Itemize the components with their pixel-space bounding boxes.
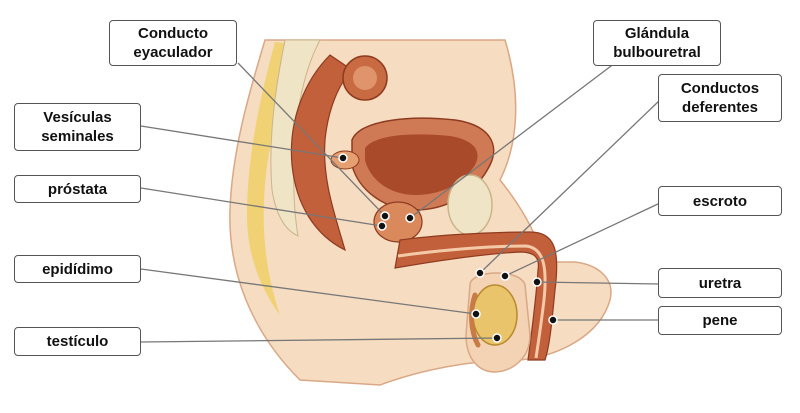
label-escroto: escroto	[658, 186, 782, 216]
label-vesiculas-seminales: Vesículas seminales	[14, 103, 141, 151]
label-prostata: próstata	[14, 175, 141, 203]
label-conductos-deferentes: Conductos deferentes	[658, 74, 782, 122]
dot-epididimo	[471, 309, 481, 319]
dot-conducto-eyaculador	[380, 211, 390, 221]
label-glandula-bulbouretral: Glándula bulbouretral	[593, 20, 721, 66]
leader-epididimo	[140, 268, 477, 315]
rectum	[290, 54, 353, 252]
dot-glandula-bulbouretral	[405, 213, 415, 223]
dot-uretra	[532, 277, 542, 287]
epididymis-shape	[469, 292, 481, 348]
leader-glandula-bulbouretral	[409, 62, 616, 219]
label-testiculo: testículo	[14, 327, 141, 356]
sacrum	[270, 39, 321, 237]
bladder-lining	[365, 134, 478, 195]
dot-pene	[548, 315, 558, 325]
dot-conductos-deferentes	[475, 268, 485, 278]
colon-lumen	[353, 66, 377, 90]
leader-prostata	[140, 187, 383, 227]
leader-conductos-deferentes	[479, 99, 661, 274]
dot-prostata	[377, 221, 387, 231]
leader-vesiculas-seminales	[140, 125, 344, 159]
leader-escroto	[504, 202, 661, 277]
label-uretra: uretra	[658, 268, 782, 298]
dot-testiculo	[492, 333, 502, 343]
dot-escroto	[500, 271, 510, 281]
penis-shaft	[394, 231, 558, 361]
leader-uretra	[536, 281, 661, 285]
leader-testiculo	[140, 337, 498, 343]
dot-vesiculas-seminales	[338, 153, 348, 163]
urethra-path	[397, 244, 547, 359]
label-epididimo: epidídimo	[14, 255, 141, 283]
leader-conducto-eyaculador	[237, 62, 386, 217]
label-conducto-eyaculador: Conducto eyaculador	[109, 20, 237, 66]
back-fat	[246, 42, 300, 315]
label-pene: pene	[658, 306, 782, 335]
